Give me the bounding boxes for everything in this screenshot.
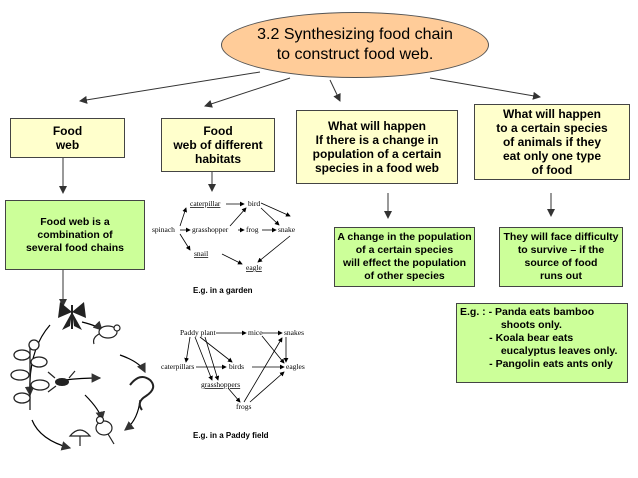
- garden-bird: bird: [248, 199, 260, 208]
- title-line-1: 3.2 Synthesizing food chain: [257, 26, 453, 43]
- paddy-plant: Paddy plant: [180, 328, 217, 337]
- paddy-caterpillars: caterpillars: [161, 362, 194, 371]
- paddy-frogs: frogs: [236, 402, 251, 411]
- plant-icon: [10, 339, 50, 410]
- garden-caterpillar: caterpillar: [190, 199, 221, 208]
- one-food-detail-box: They will face difficulty to survive – i…: [499, 227, 623, 287]
- example-line: E.g. : - Panda eats bamboo: [460, 306, 595, 318]
- examples-box: E.g. : - Panda eats bamboo shoots only. …: [456, 303, 628, 383]
- example-line: - Koala bear eats: [460, 332, 574, 344]
- paddy-birds: birds: [229, 362, 244, 371]
- arrow-title-to-food-web: [79, 71, 261, 104]
- food-web-detail-box: Food web is a combination of several foo…: [5, 200, 145, 270]
- arrow-title-to-population-change: [329, 79, 341, 102]
- arrow-title-to-one-food: [429, 77, 541, 100]
- arrow-title-to-habitats: [204, 77, 291, 108]
- butterfly-icon: [58, 302, 86, 330]
- rodent-icon: [92, 324, 121, 345]
- paddy-caption: E.g. in a Paddy field: [193, 431, 269, 440]
- snake-icon: [129, 375, 155, 411]
- one-food-heading-box: What will happen to a certain species of…: [474, 104, 630, 180]
- garden-caption: E.g. in a garden: [193, 286, 253, 295]
- mushroom-icon: [68, 429, 92, 446]
- garden-eagle: eagle: [246, 263, 262, 272]
- paddy-eagles: eagles: [286, 362, 305, 371]
- insect-icon: [47, 370, 76, 393]
- example-line: eucalyptus leaves only.: [460, 345, 618, 357]
- garden-frog: frog: [246, 225, 259, 234]
- population-change-heading-box: What will happen If there is a change in…: [296, 110, 458, 184]
- example-line: shoots only.: [460, 319, 562, 331]
- garden-grasshopper: grasshopper: [192, 225, 229, 234]
- garden-spinach: spinach: [152, 225, 175, 234]
- title-line-2: to construct food web.: [276, 46, 434, 63]
- paddy-snakes: snakes: [284, 328, 304, 337]
- paddy-grasshoppers: grasshoppers: [201, 380, 240, 389]
- garden-snail: snail: [194, 249, 208, 258]
- garden-snake: snake: [278, 225, 296, 234]
- title-oval: 3.2 Synthesizing food chain to construct…: [221, 12, 489, 78]
- food-web-heading-box: Food web: [10, 118, 125, 158]
- bird-icon: [95, 415, 115, 445]
- example-line: - Pangolin eats ants only: [460, 358, 613, 370]
- habitats-heading-box: Food web of different habitats: [161, 118, 275, 172]
- population-change-detail-box: A change in the population of a certain …: [334, 227, 475, 287]
- paddy-mice: mice: [248, 328, 263, 337]
